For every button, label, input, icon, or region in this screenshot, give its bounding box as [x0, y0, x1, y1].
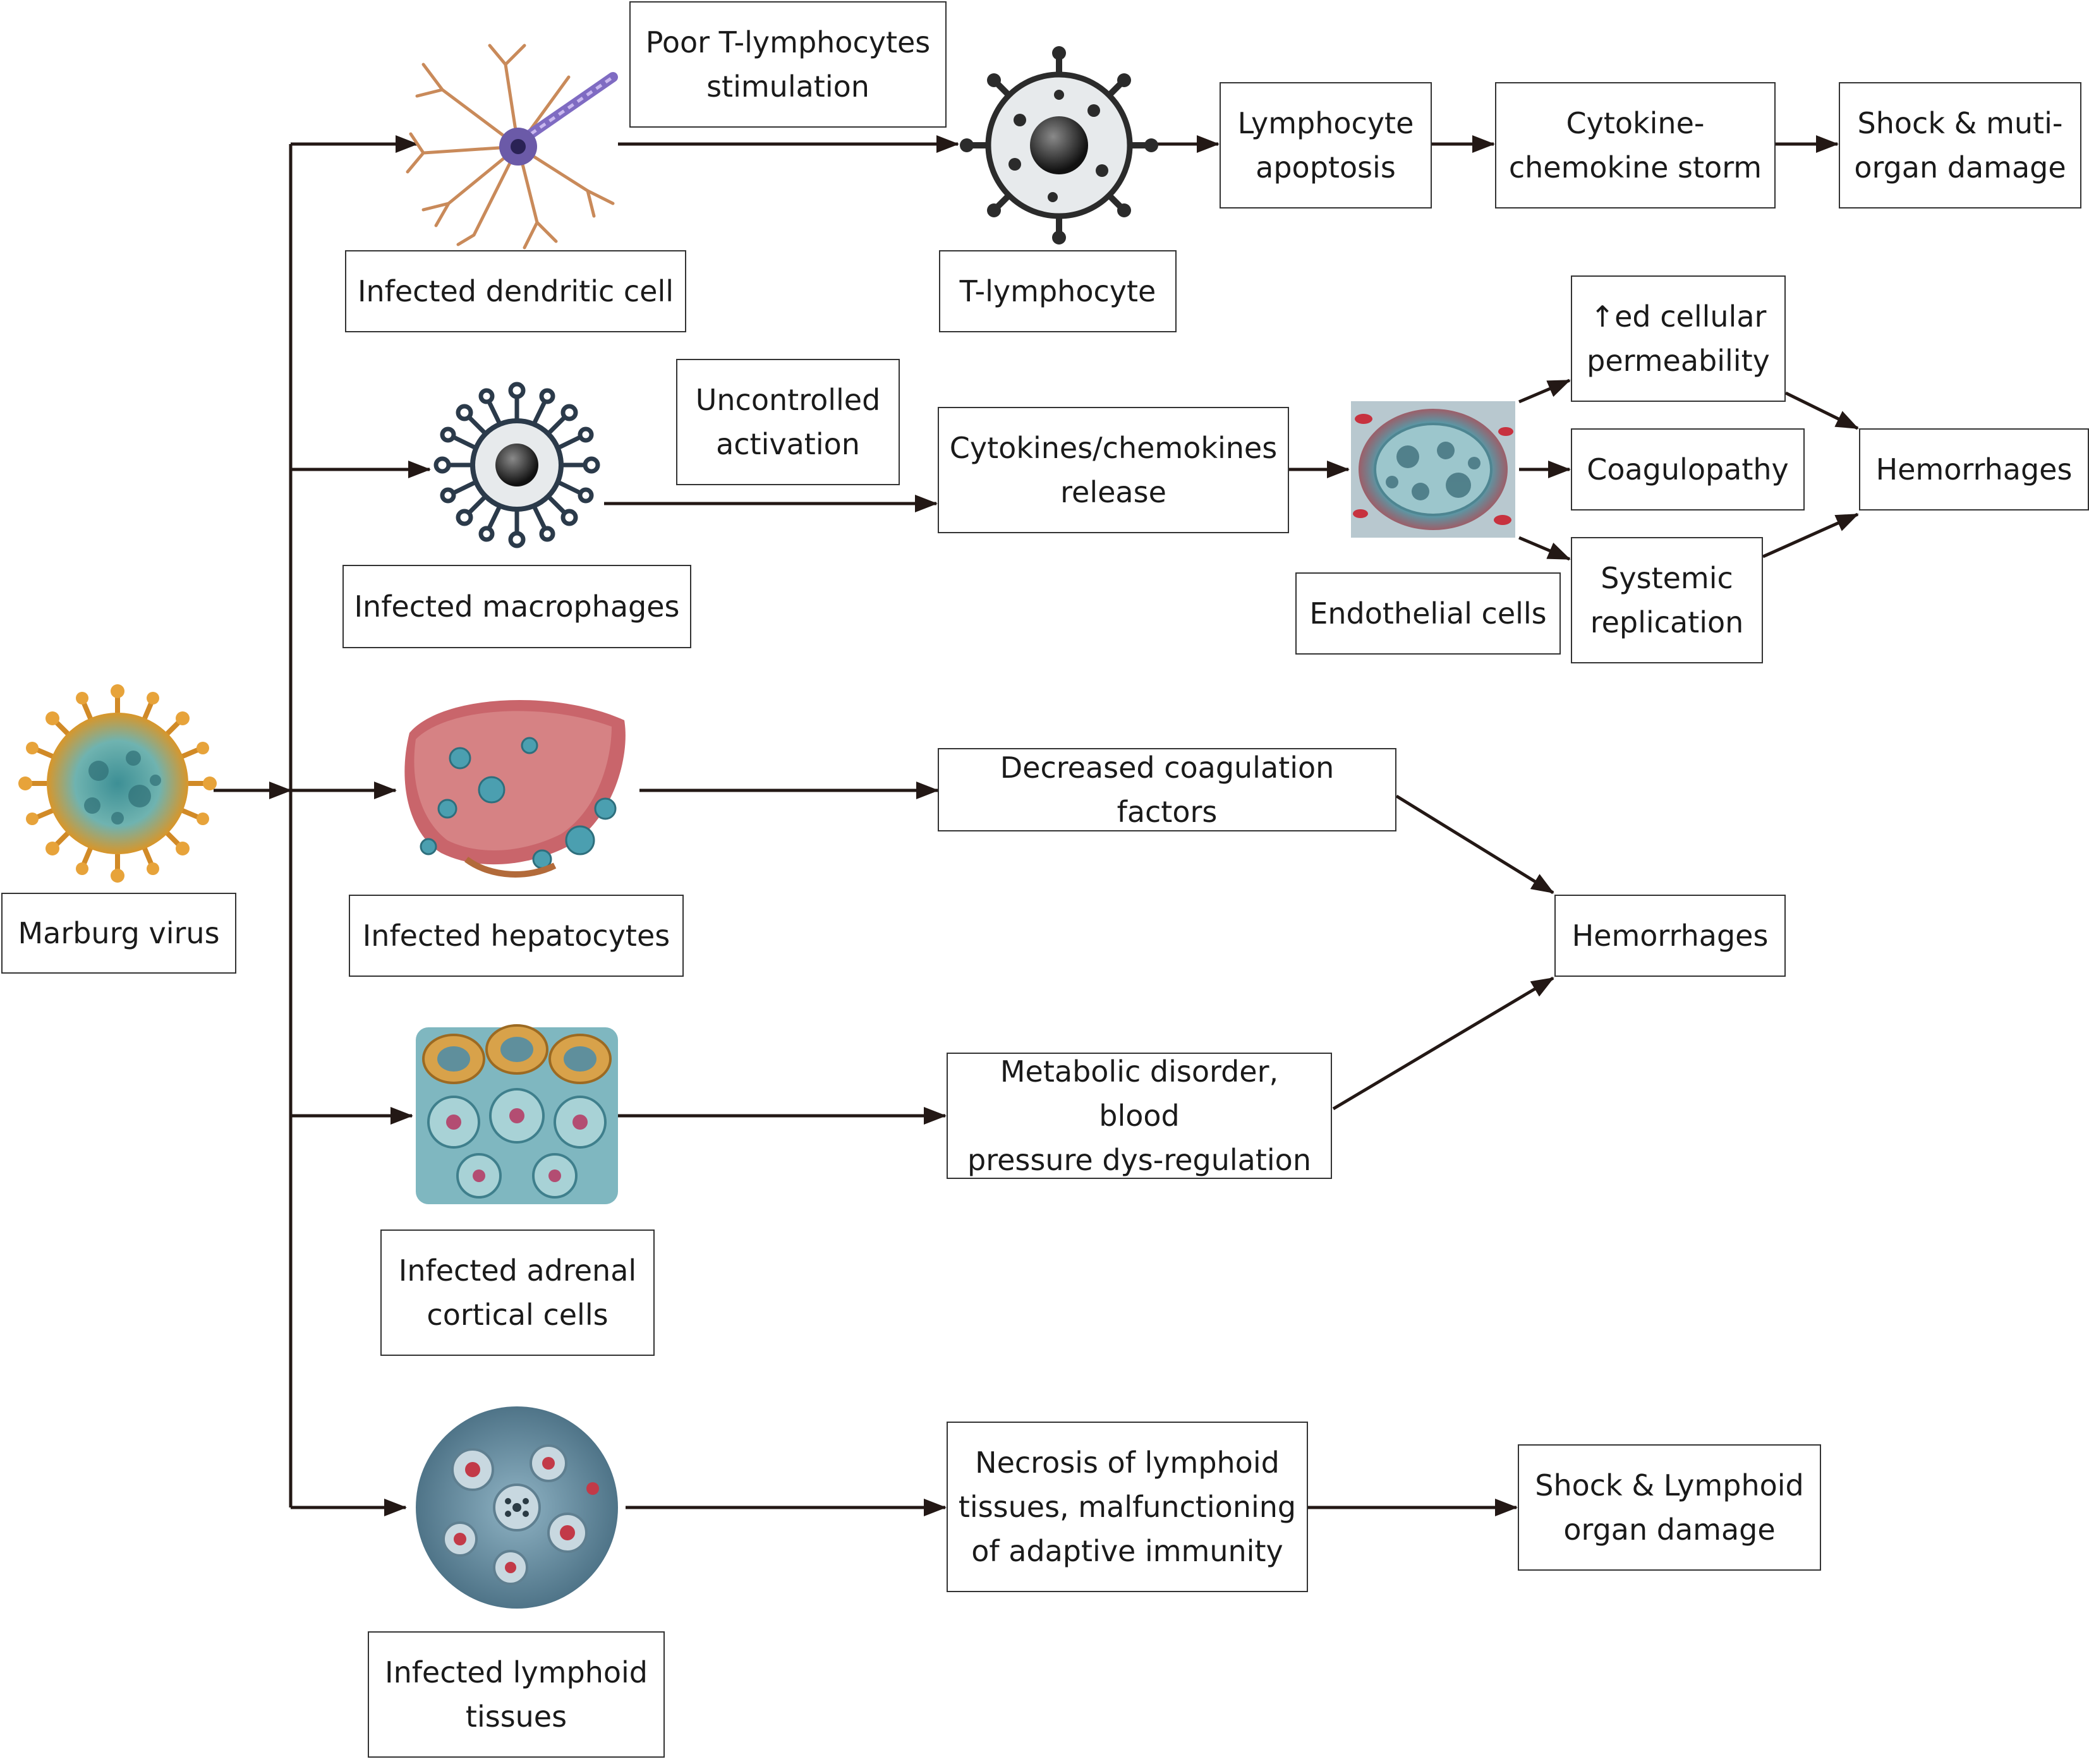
infected-lymphoid-box: Infected lymphoid tissues [368, 1631, 665, 1758]
dendritic-cell-illustration [406, 44, 618, 250]
coagulopathy-box: Coagulopathy [1571, 428, 1805, 510]
cellular-permeability-box: ↑ed cellular permeability [1571, 275, 1786, 402]
infected-dendritic-cell-box: Infected dendritic cell [345, 250, 686, 332]
shock-lymphoid-box: Shock & Lymphoid organ damage [1518, 1444, 1821, 1571]
lymphocyte-apoptosis-box: Lymphocyte apoptosis [1220, 82, 1432, 208]
metabolic-disorder-box: Metabolic disorder, blood pressure dys-r… [947, 1053, 1332, 1179]
cytokine-storm-box: Cytokine- chemokine storm [1495, 82, 1776, 208]
infected-macrophages-box: Infected macrophages [342, 565, 691, 648]
macrophage-icon [433, 382, 600, 548]
hemorrhages-top-box: Hemorrhages [1859, 428, 2089, 510]
endothelial-cells-box: Endothelial cells [1295, 572, 1561, 655]
infected-adrenal-box: Infected adrenal cortical cells [380, 1229, 655, 1356]
poor-t-stimulation-box: Poor T-lymphocytes stimulation [629, 1, 947, 128]
connectors [214, 135, 1859, 1516]
liver-hepatocytes-illustration [404, 699, 626, 878]
cytokines-release-box: Cytokines/chemokines release [938, 407, 1289, 533]
t-lymphocyte-icon [960, 46, 1158, 245]
systemic-replication-box: Systemic replication [1571, 537, 1763, 663]
adrenal-cortical-tissue-illustration [416, 1024, 618, 1204]
hemorrhages-middle-box: Hemorrhages [1554, 895, 1786, 977]
shock-multi-organ-box: Shock & muti- organ damage [1839, 82, 2081, 208]
endothelial-cells-illustration [1351, 401, 1515, 538]
marburg-virus-illustration [18, 684, 217, 883]
lymphoid-tissue-illustration [416, 1406, 618, 1609]
necrosis-lymphoid-box: Necrosis of lymphoid tissues, malfunctio… [947, 1422, 1308, 1592]
uncontrolled-activation-box: Uncontrolled activation [676, 359, 900, 485]
t-lymphocyte-box: T-lymphocyte [939, 250, 1177, 332]
decreased-coagulation-box: Decreased coagulation factors [938, 748, 1396, 831]
marburg-virus-box: Marburg virus [1, 893, 236, 974]
infected-hepatocytes-box: Infected hepatocytes [349, 895, 684, 977]
